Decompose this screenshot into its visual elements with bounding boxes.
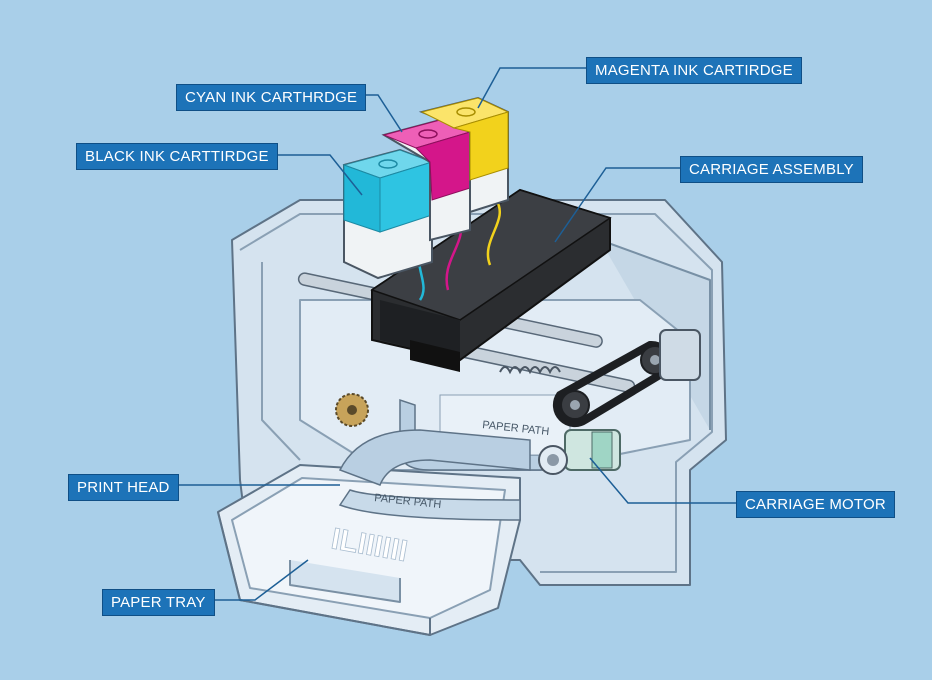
carriage-spring	[499, 366, 561, 375]
carriage-motor	[538, 329, 701, 475]
tray-embossing: ILIIIIII	[329, 522, 410, 568]
label-paper-tray: PAPER TRAY	[102, 589, 215, 616]
carriage-assembly	[370, 188, 612, 372]
leader-carriage	[554, 167, 680, 243]
leader-motor	[589, 457, 736, 504]
label-magenta-ink-cartridge: MAGENTA INK CARTIRDGE	[586, 57, 802, 84]
paper-path-lower	[338, 429, 531, 521]
label-print-head: PRINT HEAD	[68, 474, 179, 501]
label-carriage-motor: CARRIAGE MOTOR	[736, 491, 895, 518]
label-black-ink-cartridge: BLACK INK CARTTIRDGE	[76, 143, 278, 170]
label-carriage-assembly: CARRIAGE ASSEMBLY	[680, 156, 863, 183]
left-gear	[335, 393, 369, 427]
yellow-cartridge	[418, 96, 510, 214]
leader-magenta	[477, 67, 586, 109]
cyan-cartridge	[342, 148, 434, 280]
leader-tray	[196, 559, 309, 601]
label-cyan-ink-cartridge: CYAN INK CARTHRDGE	[176, 84, 367, 111]
